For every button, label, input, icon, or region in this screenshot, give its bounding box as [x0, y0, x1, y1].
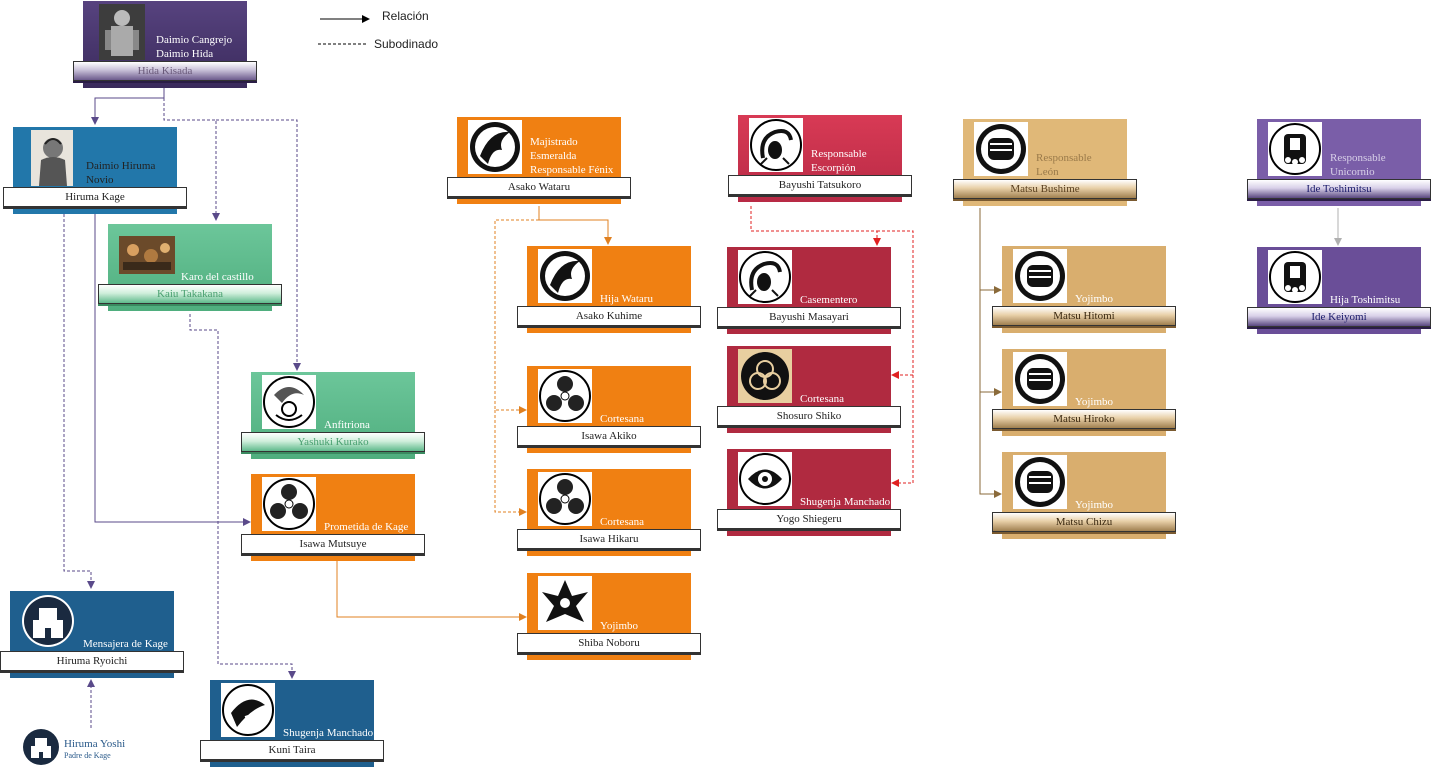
- legend-relation-label: Relación: [382, 9, 429, 23]
- node-role: Mensajera de Kage: [83, 638, 168, 650]
- name-plate-hiruma-ryoichi: Hiruma Ryoichi: [0, 651, 184, 671]
- name-plate-matsu-bushime: Matsu Bushime: [953, 179, 1137, 199]
- phoenix-triple-mon-icon: [262, 477, 316, 531]
- name-plate-yashuki-kurako: Yashuki Kurako: [241, 432, 425, 452]
- name-plate-asako-kuhime: Asako Kuhime: [517, 306, 701, 326]
- node-role: Hija Toshimitsu: [1330, 294, 1401, 306]
- hiruma-yoshi-subtitle: Padre de Kage: [64, 751, 111, 760]
- name-plate-ide-keiyomi: Ide Keiyomi: [1247, 307, 1431, 327]
- node-role: Cortesana: [600, 413, 644, 425]
- name-plate-asako-wataru: Asako Wataru: [447, 177, 631, 197]
- scorpion-mon-icon: [738, 250, 792, 304]
- node-role: Cortesana: [600, 516, 644, 528]
- name-plate-ide-toshimitsu: Ide Toshimitsu: [1247, 179, 1431, 199]
- unicorn-mon-icon: [1268, 250, 1322, 304]
- phoenix-mon-icon: [538, 249, 592, 303]
- name-plate-shosuro-shiko: Shosuro Shiko: [717, 406, 901, 426]
- name-plate-isawa-mutsuye: Isawa Mutsuye: [241, 534, 425, 554]
- name-plate-hiruma-kage: Hiruma Kage: [3, 187, 187, 207]
- name-plate-kuni-taira: Kuni Taira: [200, 740, 384, 760]
- crab-castle-mon-icon: [21, 594, 75, 648]
- name-plate-bayushi-masayari: Bayushi Masayari: [717, 307, 901, 327]
- lion-mon-icon: [1013, 249, 1067, 303]
- node-role: Shugenja Manchado: [283, 727, 374, 739]
- node-role: Yojimbo: [600, 620, 639, 632]
- phoenix-triple-mon-icon: [538, 472, 592, 526]
- name-plate-yogo-shiegeru: Yogo Shiegeru: [717, 509, 901, 529]
- node-role: Karo del castillo: [181, 271, 254, 283]
- lion-mon-icon: [1013, 352, 1067, 406]
- name-plate-isawa-akiko: Isawa Akiko: [517, 426, 701, 446]
- scorpion-mon-icon: [749, 118, 803, 172]
- shosuro-mon-icon: [738, 349, 792, 403]
- kage-portrait: [31, 130, 73, 186]
- node-role: Responsable León: [1036, 152, 1092, 178]
- shiba-mon-icon: [538, 576, 592, 630]
- node-role: Shugenja Manchado: [800, 496, 891, 508]
- takakana-portrait: [119, 236, 175, 274]
- name-plate-bayushi-tatsukoro: Bayushi Tatsukoro: [728, 175, 912, 195]
- legend-subordinate-label: Subodinado: [374, 37, 439, 51]
- lion-mon-icon: [974, 122, 1028, 176]
- lion-mon-icon: [1013, 455, 1067, 509]
- node-role: Yojimbo: [1075, 293, 1114, 305]
- node-role: Daimio Hiruma Novio: [86, 160, 156, 186]
- node-role: Responsable Escorpión: [811, 148, 867, 174]
- name-plate-kaiu-takakana: Kaiu Takakana: [98, 284, 282, 304]
- node-role: Cortesana: [800, 393, 844, 405]
- hiruma-yoshi-icon[interactable]: [22, 728, 60, 766]
- node-role: Casementero: [800, 294, 858, 306]
- name-plate-matsu-chizu: Matsu Chizu: [992, 512, 1176, 532]
- name-plate-isawa-hikaru: Isawa Hikaru: [517, 529, 701, 549]
- node-role: Hija Wataru: [600, 293, 653, 305]
- phoenix-mon-icon: [468, 120, 522, 174]
- node-kaiu-takakana[interactable]: Karo del castillo: [108, 224, 272, 311]
- kisada-portrait: [99, 4, 145, 60]
- name-plate-shiba-noboru: Shiba Noboru: [517, 633, 701, 653]
- node-role: Responsable Unicornio: [1330, 152, 1386, 178]
- unicorn-mon-icon: [1268, 122, 1322, 176]
- yogo-mon-icon: [738, 452, 792, 506]
- crane-mon-icon: [262, 375, 316, 429]
- phoenix-triple-mon-icon: [538, 369, 592, 423]
- node-role: Prometida de Kage: [324, 521, 409, 533]
- hiruma-yoshi-name: Hiruma Yoshi: [64, 738, 126, 750]
- name-plate-matsu-hitomi: Matsu Hitomi: [992, 306, 1176, 326]
- name-plate-matsu-hiroko: Matsu Hiroko: [992, 409, 1176, 429]
- node-role: Yojimbo: [1075, 499, 1114, 511]
- node-role: Yojimbo: [1075, 396, 1114, 408]
- crab-mon-icon: [221, 683, 275, 737]
- name-plate-hida-kisada: Hida Kisada: [73, 61, 257, 81]
- node-role: Daimio Cangrejo Daimio Hida: [156, 34, 233, 60]
- node-role: Anfitriona: [324, 419, 370, 431]
- node-role: Majistrado Esmeralda Responsable Fénix: [530, 136, 614, 176]
